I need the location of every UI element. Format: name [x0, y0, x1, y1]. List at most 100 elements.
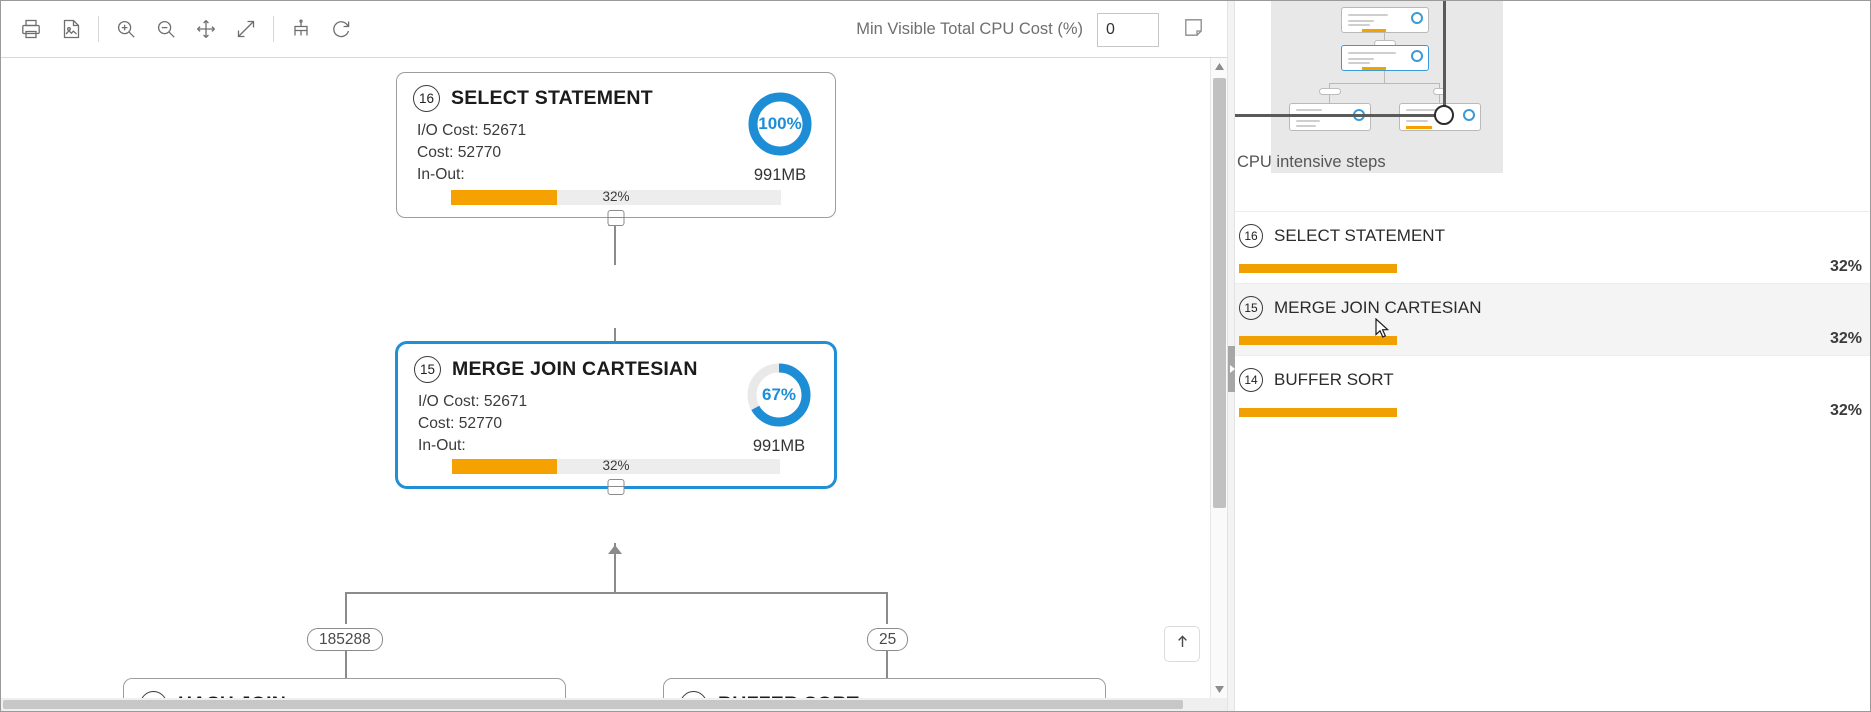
- zoom-in-button[interactable]: [106, 9, 146, 49]
- cpu-step-row-buffer-sort[interactable]: 14 BUFFER SORT 32%: [1235, 355, 1870, 427]
- pan-button[interactable]: [186, 9, 226, 49]
- refresh-button[interactable]: [321, 9, 361, 49]
- node-cpu-ring: 100%: [743, 87, 817, 161]
- canvas-vertical-scrollbar[interactable]: [1210, 58, 1227, 698]
- node-inout-bar: 32%: [452, 458, 780, 474]
- node-connector-clip: [607, 210, 625, 226]
- horizontal-scrollbar-thumb[interactable]: [3, 700, 1183, 709]
- node-step-badge: 16: [413, 85, 440, 112]
- step-bar-row: 32%: [1235, 330, 1870, 347]
- diagram-minimap[interactable]: [1235, 1, 1870, 181]
- canvas-horizontal-scrollbar[interactable]: [1, 698, 1227, 711]
- minimap-canvas[interactable]: [1271, 1, 1503, 173]
- minimap-node-bar: [1406, 126, 1432, 129]
- scroll-up-arrow-button[interactable]: [1211, 58, 1227, 75]
- node-cpu-ring-wrap: 100% 991MB: [743, 87, 817, 185]
- min-cpu-cost-input[interactable]: [1097, 12, 1159, 47]
- cpu-intensive-steps-list: 16 SELECT STATEMENT 32% 15 MERGE JOIN CA…: [1235, 211, 1870, 427]
- edge-right-branch-lower: [886, 650, 888, 678]
- save-image-button[interactable]: [51, 9, 91, 49]
- vertical-scrollbar-thumb[interactable]: [1213, 78, 1226, 508]
- node-step-badge: 12: [140, 691, 167, 698]
- tree-layout-button[interactable]: [281, 9, 321, 49]
- edge-select-to-merge: [614, 215, 616, 265]
- overview-pane: CPU intensive steps: [1235, 1, 1870, 711]
- note-icon: [1183, 17, 1204, 43]
- step-label: SELECT STATEMENT: [1274, 226, 1445, 245]
- pane-splitter[interactable]: [1227, 1, 1236, 711]
- node-inout: In-Out:: [417, 166, 465, 184]
- step-bar: [1239, 264, 1397, 273]
- step-bar-row: 32%: [1235, 258, 1870, 275]
- minimap-edge-label: [1319, 88, 1341, 95]
- minimap-viewport-handle[interactable]: [1434, 105, 1454, 125]
- node-header: 15 MERGE JOIN CARTESIAN: [398, 344, 834, 383]
- minimap-node-text: [1348, 14, 1388, 16]
- node-connector-clip: [607, 479, 625, 495]
- plan-diagram-canvas[interactable]: 4632200 185288 25 16 SELECT STATEMENT: [1, 58, 1213, 698]
- node-metrics: I/O Cost: 52671 Cost: 52770 In-Out:: [398, 383, 834, 457]
- node-header: 16 SELECT STATEMENT: [397, 73, 835, 112]
- plan-node-hash-join[interactable]: 12 HASH JOIN "E"."DEPARTMENT_ID"="D"."DE…: [123, 678, 566, 698]
- plan-node-buffer-sort[interactable]: 14 BUFFER SORT I/O Cost: 52668 Cost: 527…: [663, 678, 1106, 698]
- node-cost: Cost: 52770: [417, 144, 502, 162]
- cpu-intensive-steps-title: CPU intensive steps: [1237, 153, 1386, 171]
- edge-right-branch-upper: [886, 592, 888, 624]
- step-percent: 32%: [1829, 258, 1862, 275]
- zoom-out-icon: [155, 18, 177, 40]
- node-step-badge: 14: [680, 691, 707, 698]
- minimap-node-ring: [1411, 12, 1423, 24]
- edge-left-branch-lower: [345, 650, 347, 678]
- node-inout: In-Out:: [418, 437, 466, 455]
- minimap-node-bar: [1362, 67, 1386, 70]
- zoom-out-button[interactable]: [146, 9, 186, 49]
- node-memory: 991MB: [753, 166, 807, 184]
- minimap-node-select-statement: [1341, 7, 1429, 33]
- diagram-pane: Min Visible Total CPU Cost (%) 4632200: [1, 1, 1227, 711]
- pan-icon: [195, 18, 217, 40]
- edge-merge-to-children: [614, 543, 616, 593]
- refresh-icon: [330, 18, 352, 40]
- toolbar-separator-2: [273, 16, 274, 42]
- node-header: 12 HASH JOIN: [124, 679, 565, 698]
- minimap-viewport-right-edge[interactable]: [1443, 1, 1446, 115]
- tree-layout-icon: [290, 18, 312, 40]
- minimap-edge: [1329, 83, 1439, 84]
- cpu-step-row-merge-join-cartesian[interactable]: 15 MERGE JOIN CARTESIAN 32%: [1235, 283, 1870, 355]
- node-cpu-ring: 67%: [742, 358, 816, 432]
- scroll-down-arrow-button[interactable]: [1211, 681, 1227, 698]
- step-percent: 32%: [1829, 402, 1862, 419]
- cpu-step-row-select-statement[interactable]: 16 SELECT STATEMENT 32%: [1235, 211, 1870, 283]
- node-bar-fill: [452, 459, 557, 474]
- edge-horizontal-bus: [345, 592, 886, 594]
- minimap-node-hash-join: [1289, 103, 1371, 131]
- minimap-node-text: [1296, 109, 1322, 111]
- min-cpu-cost-label: Min Visible Total CPU Cost (%): [856, 20, 1083, 38]
- step-bar: [1239, 408, 1397, 417]
- zoom-in-icon: [115, 18, 137, 40]
- step-bar-row: 32%: [1235, 402, 1870, 419]
- minimap-node-text: [1348, 52, 1396, 54]
- plan-node-select-statement[interactable]: 16 SELECT STATEMENT I/O Cost: 52671 Cost…: [396, 72, 836, 226]
- node-bar-percent: 32%: [602, 189, 630, 204]
- fit-screen-button[interactable]: [226, 9, 266, 49]
- toolbar-separator-1: [98, 16, 99, 42]
- minimap-node-text: [1348, 58, 1374, 60]
- print-button[interactable]: [11, 9, 51, 49]
- node-bar-fill: [451, 190, 557, 205]
- minimap-node-text: [1406, 120, 1428, 122]
- splitter-grip[interactable]: [1228, 346, 1236, 392]
- node-cpu-percent: 67%: [761, 385, 797, 404]
- plan-node-merge-join-cartesian[interactable]: 15 MERGE JOIN CARTESIAN I/O Cost: 52671 …: [395, 341, 837, 495]
- minimap-node-text: [1296, 125, 1316, 127]
- note-button[interactable]: [1173, 10, 1213, 50]
- scroll-up-icon: [1174, 633, 1191, 655]
- node-inout-bar: 32%: [451, 189, 781, 205]
- node-header: 14 BUFFER SORT: [664, 679, 1105, 698]
- minimap-edge: [1384, 33, 1385, 45]
- scroll-to-top-button[interactable]: [1164, 626, 1200, 662]
- node-memory: 991MB: [752, 437, 806, 455]
- minimap-viewport-bottom-edge[interactable]: [1235, 114, 1445, 117]
- step-label: BUFFER SORT: [1274, 370, 1394, 389]
